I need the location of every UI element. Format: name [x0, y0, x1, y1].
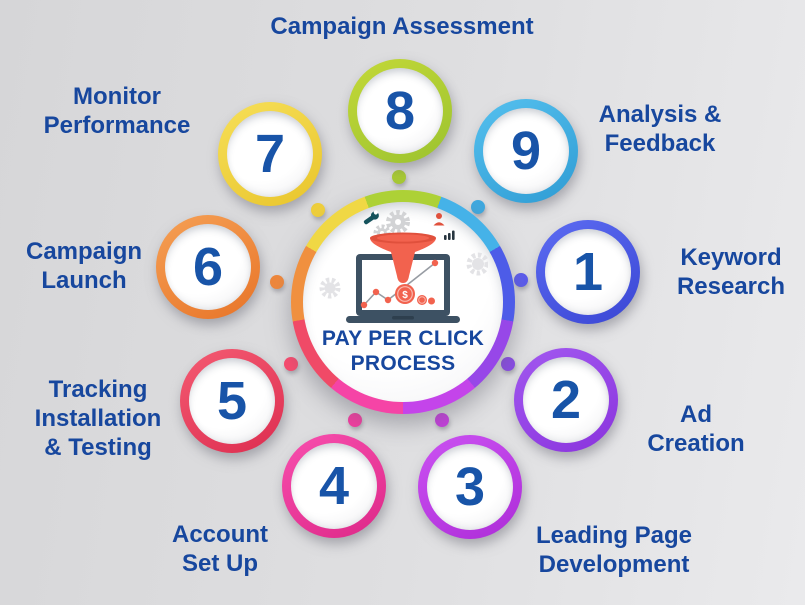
label-line: Research [676, 273, 786, 300]
center-title-line: PROCESS [350, 352, 456, 375]
label-line: Tracking [48, 376, 148, 403]
step-label-monitor-performance: Monitor Performance [44, 82, 191, 140]
step-circle-8-inner: 8 [357, 68, 443, 154]
label-line: Set Up [181, 550, 258, 577]
label-line: Feedback [604, 130, 716, 157]
label-line: Analysis & [598, 101, 722, 128]
center-title-line: PAY PER CLICK [321, 327, 485, 350]
step-circle-7-inner: 7 [227, 111, 313, 197]
connector-dot-7 [311, 203, 325, 217]
step-circle-3-inner: 3 [427, 444, 513, 530]
svg-text:$: $ [402, 290, 408, 301]
label-line: & Testing [44, 434, 152, 461]
label-line: Launch [41, 267, 127, 294]
step-number-9: 9 [510, 121, 542, 181]
connector-dot-2 [501, 357, 515, 371]
step-circle-6: 6 [156, 215, 260, 319]
step-label-account-set-up: Account Set Up [172, 520, 268, 578]
step-label-ad-creation: Ad Creation [647, 400, 744, 458]
center-circle: $ PAY PER CLICK PROCESS [291, 190, 515, 414]
step-number-6: 6 [192, 237, 224, 297]
step-circle-2-inner: 2 [523, 357, 609, 443]
step-label-keyword-research: Keyword Research [677, 243, 785, 301]
label-line: Keyword [680, 244, 782, 271]
step-circle-9: 9 [474, 99, 578, 203]
gear-icon [373, 210, 410, 242]
label-line: Campaign [25, 238, 143, 265]
step-circle-4: 4 [282, 434, 386, 538]
connector-dot-8 [392, 170, 406, 184]
funnel-icon [370, 232, 436, 283]
person-icon [433, 213, 445, 226]
step-circle-7: 7 [218, 102, 322, 206]
center-circle-inner: $ PAY PER CLICK PROCESS [303, 202, 503, 402]
label-line: Leading Page [535, 522, 693, 549]
label-line: Account [172, 521, 268, 548]
step-circle-2: 2 [514, 348, 618, 452]
step-circle-1: 1 [536, 220, 640, 324]
connector-dot-4 [348, 413, 362, 427]
step-circle-8: 8 [348, 59, 452, 163]
step-number-2: 2 [550, 370, 582, 430]
step-number-1: 1 [572, 242, 604, 302]
laptop-funnel-analytics-icon: $ [319, 210, 488, 323]
wrench-icon [363, 210, 379, 225]
mini-bar-chart-icon [444, 230, 455, 240]
label-line: Installation [34, 405, 162, 432]
connector-dot-6 [270, 275, 284, 289]
step-number-3: 3 [454, 457, 486, 517]
step-number-5: 5 [216, 371, 248, 431]
label-line: Campaign Assessment [270, 13, 534, 40]
line-chart-icon [360, 259, 439, 309]
connector-dot-9 [471, 200, 485, 214]
label-line: Monitor [73, 83, 161, 110]
step-circle-6-inner: 6 [165, 224, 251, 310]
step-circle-4-inner: 4 [291, 443, 377, 529]
label-line: Ad [679, 401, 712, 428]
center-title: PAY PER CLICK PROCESS [303, 326, 503, 376]
label-line: Performance [43, 112, 191, 139]
step-circle-9-inner: 9 [483, 108, 569, 194]
coin-icon: $ [395, 284, 435, 305]
connector-dot-3 [435, 413, 449, 427]
step-number-7: 7 [254, 124, 286, 184]
connector-dot-1 [514, 273, 528, 287]
step-circle-5-inner: 5 [189, 358, 275, 444]
step-number-4: 4 [318, 456, 350, 516]
connector-dot-5 [284, 357, 298, 371]
step-circle-1-inner: 1 [545, 229, 631, 315]
faint-gear-icon [319, 252, 488, 299]
step-label-campaign-assessment: Campaign Assessment [270, 12, 533, 41]
step-label-analysis-feedback: Analysis & Feedback [599, 100, 722, 158]
step-circle-5: 5 [180, 349, 284, 453]
step-label-campaign-launch: Campaign Launch [26, 237, 142, 295]
step-circle-3: 3 [418, 435, 522, 539]
step-label-tracking-installation-testing: Tracking Installation & Testing [35, 375, 162, 462]
label-line: Creation [647, 430, 745, 457]
label-line: Development [538, 551, 690, 578]
step-label-leading-page-development: Leading Page Development [536, 521, 692, 579]
step-number-8: 8 [384, 81, 416, 141]
